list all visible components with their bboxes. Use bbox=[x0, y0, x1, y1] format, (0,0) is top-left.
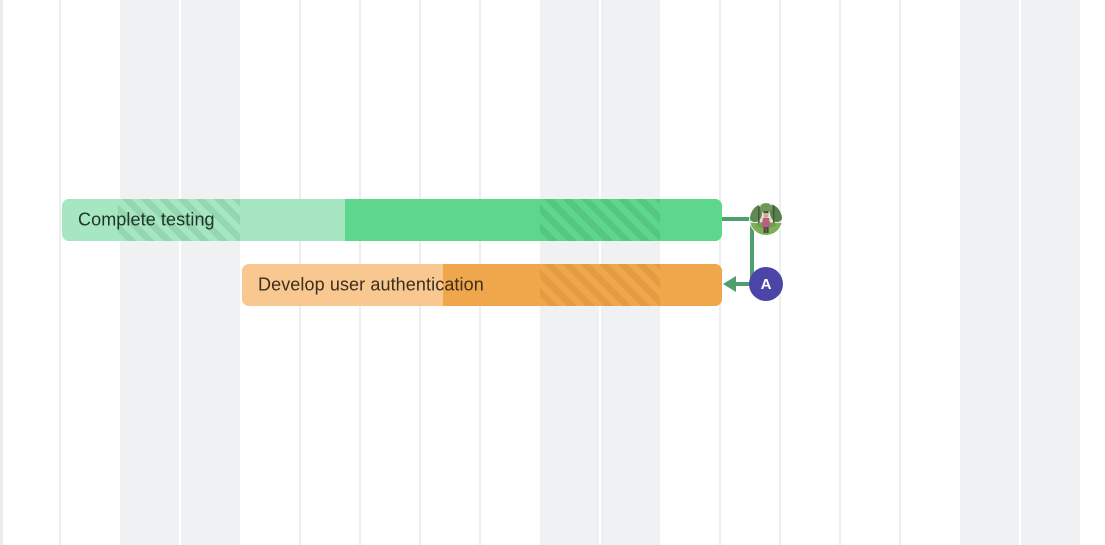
grid-column-separator bbox=[839, 0, 841, 545]
grid-column-weekday bbox=[60, 0, 120, 545]
grid-column-weekday bbox=[1080, 0, 1105, 545]
grid-column-weekday bbox=[840, 0, 900, 545]
pane-divider bbox=[0, 0, 3, 545]
task-progress-fill bbox=[443, 264, 722, 306]
avatar-initial-letter: A bbox=[760, 275, 772, 293]
grid-column-weekend bbox=[1020, 0, 1080, 545]
person-photo bbox=[750, 203, 782, 235]
grid-column-weekday bbox=[900, 0, 960, 545]
grid-column-separator bbox=[899, 0, 901, 545]
task-label: Develop user authentication bbox=[258, 274, 484, 295]
grid-column-separator bbox=[779, 0, 781, 545]
assignee-initial-avatar[interactable]: A bbox=[749, 267, 783, 301]
weekend-hatch-overlay bbox=[118, 199, 240, 241]
task-label: Complete testing bbox=[78, 209, 215, 230]
task-bar-complete-testing[interactable]: Complete testing bbox=[62, 199, 722, 241]
assignee-photo-avatar[interactable] bbox=[750, 203, 782, 235]
dependency-line-segment bbox=[722, 217, 753, 221]
weekend-hatch-overlay bbox=[540, 199, 660, 241]
grid-column-separator bbox=[59, 0, 61, 545]
dependency-line-segment bbox=[750, 219, 754, 284]
grid-column-weekend bbox=[120, 0, 180, 545]
grid-column-separator bbox=[179, 0, 181, 545]
grid-column-weekday bbox=[0, 0, 60, 545]
weekend-hatch-overlay bbox=[540, 264, 660, 306]
task-bar-develop-user-authentication[interactable]: Develop user authentication bbox=[242, 264, 722, 306]
dependency-line-segment bbox=[736, 282, 753, 286]
grid-column-weekend bbox=[180, 0, 240, 545]
grid-column-separator bbox=[1019, 0, 1021, 545]
grid-column-weekday bbox=[780, 0, 840, 545]
dependency-arrowhead-icon bbox=[723, 276, 736, 292]
task-progress-fill bbox=[345, 199, 722, 241]
grid-column-weekend bbox=[960, 0, 1020, 545]
